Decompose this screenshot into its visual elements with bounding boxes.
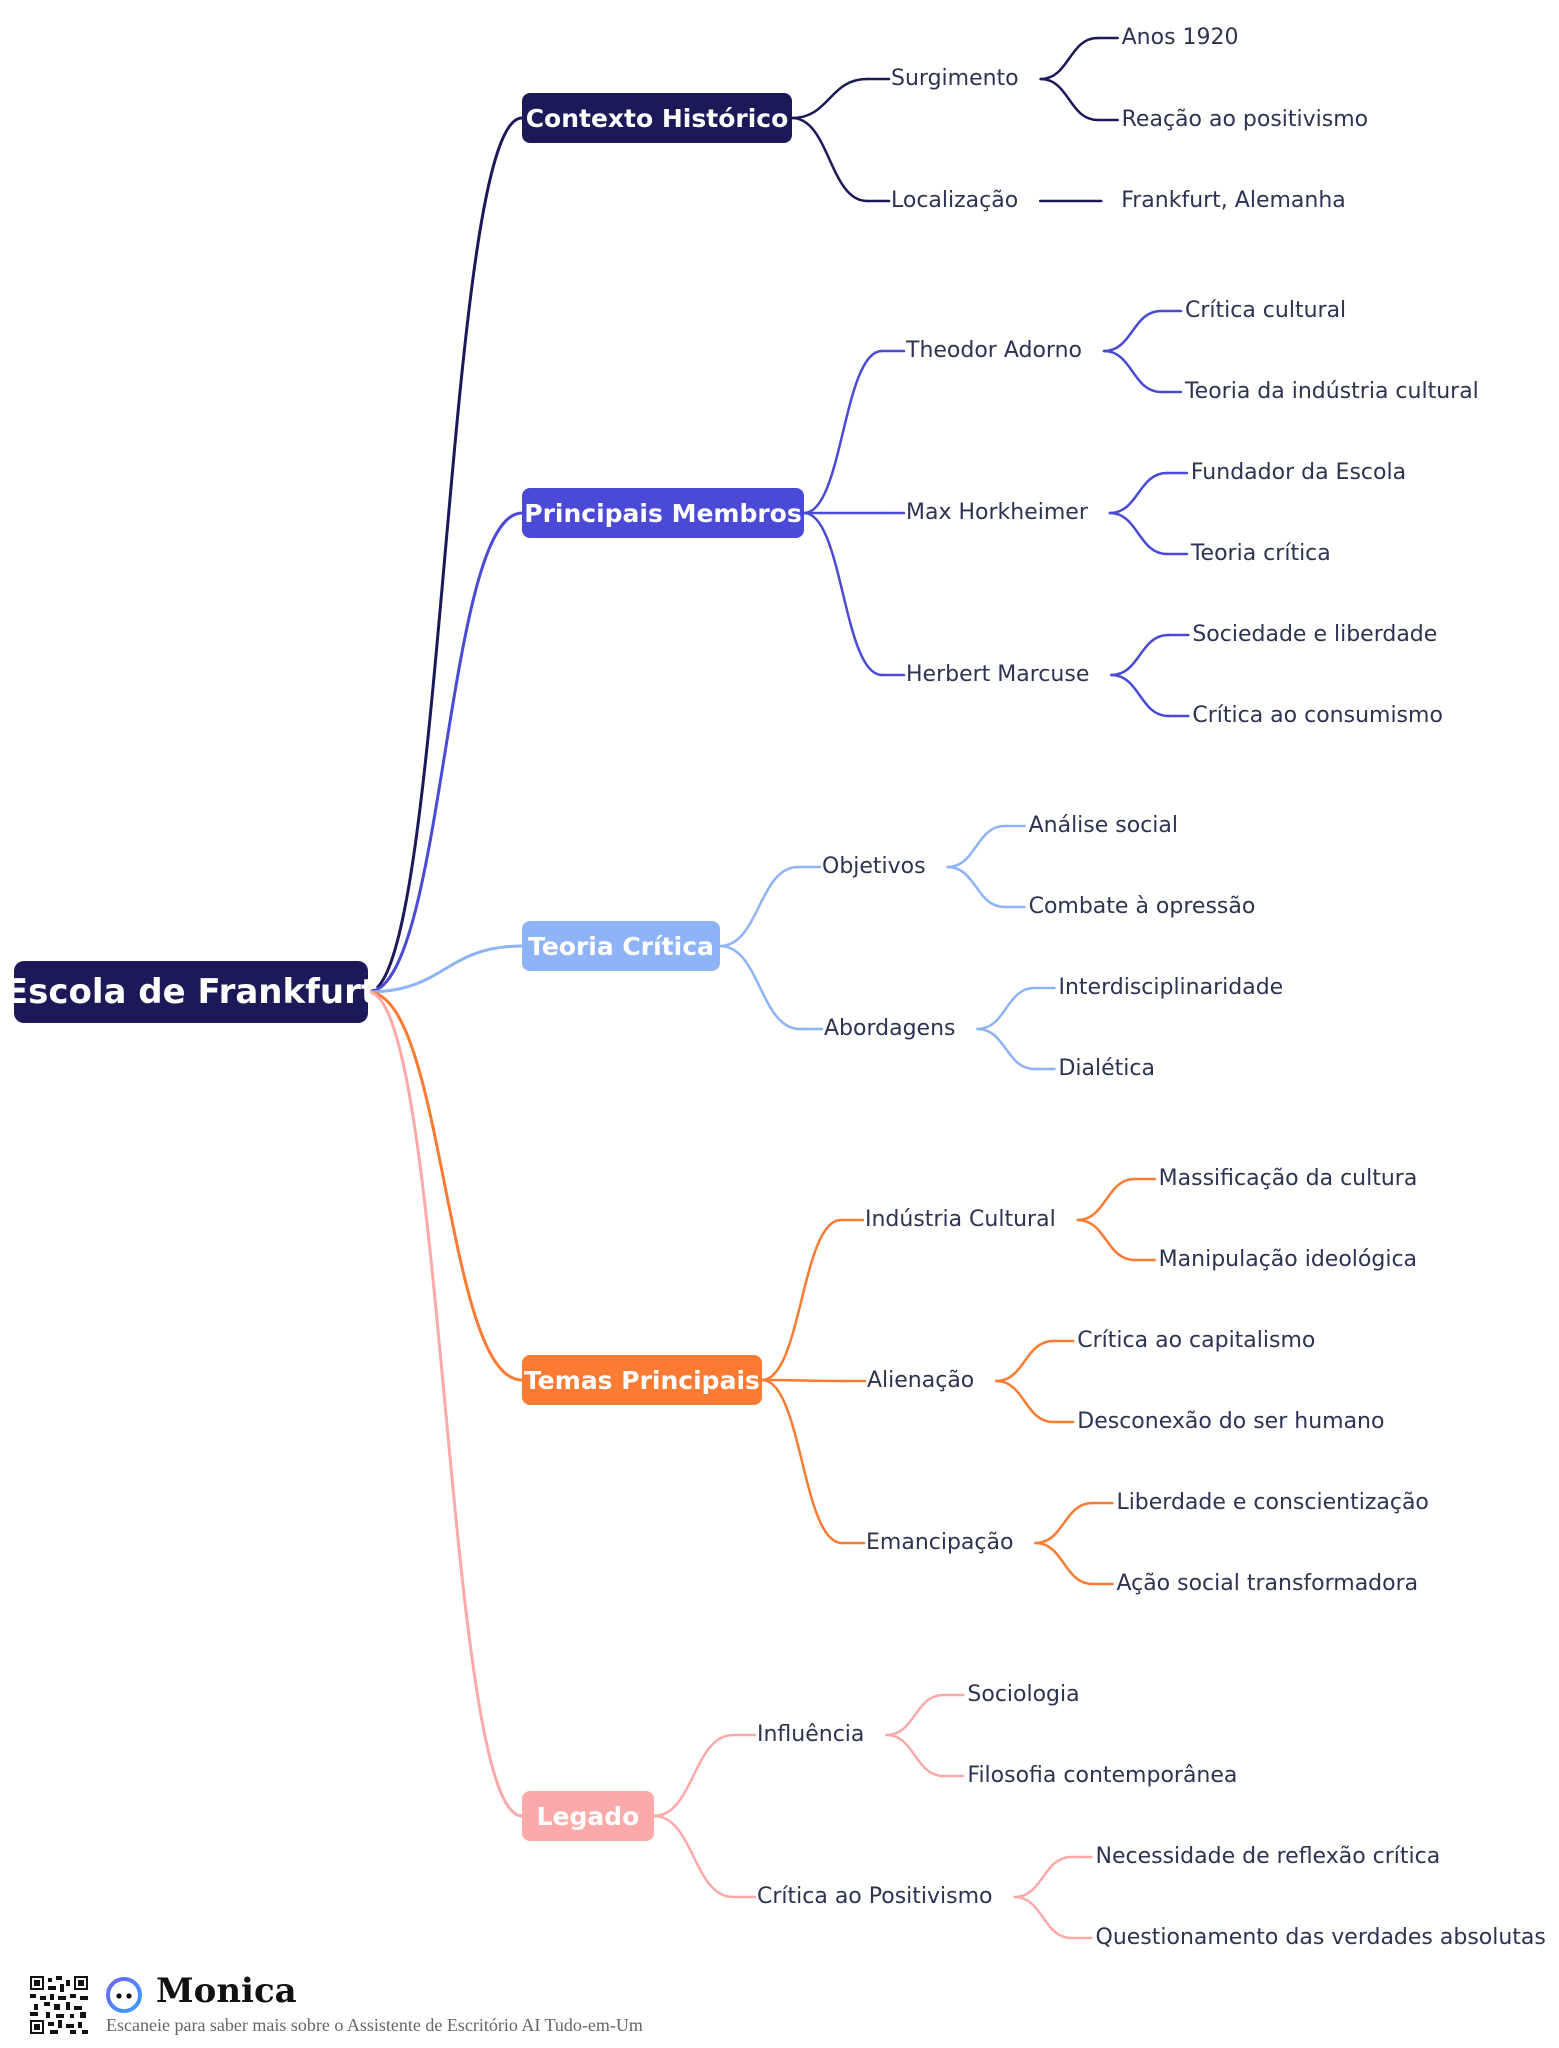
leaf-connector <box>1110 673 1170 718</box>
leaf-node[interactable]: Questionamento das verdades absolutas <box>1095 1925 1546 1950</box>
root-node[interactable]: Escola de Frankfurt <box>5 961 377 1023</box>
branch-node[interactable]: Principais Membros <box>522 488 804 538</box>
leaf-connector <box>885 1693 945 1737</box>
leaf-connector <box>1034 1501 1094 1545</box>
leaf-connector <box>1102 309 1163 353</box>
child-connector <box>802 349 884 515</box>
leaf-connector <box>1102 349 1163 394</box>
branch-connector <box>366 990 524 1818</box>
leaf-node[interactable]: Massificação da cultura <box>1158 1166 1418 1191</box>
footer-tagline: Escaneie para saber mais sobre o Assiste… <box>106 2015 643 2035</box>
branch-connector <box>366 944 524 994</box>
leaf-connector <box>976 986 1036 1031</box>
child-node[interactable]: Indústria Cultural <box>865 1207 1056 1232</box>
leaf-node[interactable]: Reação ao positivismo <box>1121 107 1369 132</box>
leaf-node[interactable]: Crítica cultural <box>1184 298 1347 323</box>
leaf-node[interactable]: Frankfurt, Alemanha <box>1121 188 1346 213</box>
leaf-connector <box>946 865 1006 909</box>
leaf-node[interactable]: Sociologia <box>967 1682 1080 1707</box>
child-node[interactable]: Surgimento <box>891 66 1019 91</box>
branch-node[interactable]: Legado <box>522 1791 654 1841</box>
leaf-connector <box>1108 511 1169 556</box>
leaf-connector <box>1034 1541 1094 1586</box>
child-connector <box>802 511 884 677</box>
leaf-node[interactable]: Desconexão do ser humano <box>1077 1409 1385 1434</box>
leaf-node[interactable]: Anos 1920 <box>1121 25 1239 50</box>
leaf-connector <box>995 1339 1055 1383</box>
leaf-node[interactable]: Sociedade e liberdade <box>1192 622 1438 647</box>
leaf-node[interactable]: Crítica ao capitalismo <box>1077 1328 1316 1353</box>
leaf-node[interactable]: Crítica ao consumismo <box>1192 703 1443 728</box>
child-node[interactable]: Abordagens <box>824 1016 956 1041</box>
leaf-connector <box>1076 1177 1136 1222</box>
child-node[interactable]: Herbert Marcuse <box>906 662 1090 687</box>
leaf-node[interactable]: Análise social <box>1028 813 1179 838</box>
leaf-connector <box>1013 1855 1073 1899</box>
leaf-connector <box>1039 36 1099 81</box>
leaf-node[interactable]: Teoria crítica <box>1190 541 1331 566</box>
child-connector <box>718 944 802 1031</box>
child-node[interactable]: Objetivos <box>822 854 926 879</box>
leaf-connector <box>1039 77 1099 122</box>
leaf-connector <box>976 1027 1036 1071</box>
qr-code-icon <box>30 1976 88 2034</box>
leaf-node[interactable]: Filosofia contemporânea <box>967 1763 1238 1788</box>
child-node[interactable]: Alienação <box>867 1368 975 1393</box>
leaf-connector <box>995 1379 1055 1424</box>
branch-node[interactable]: Contexto Histórico <box>522 93 792 143</box>
leaf-connector <box>946 824 1006 869</box>
branch-connector <box>366 116 524 994</box>
leaf-node[interactable]: Dialética <box>1058 1056 1155 1081</box>
leaf-connector <box>885 1733 945 1778</box>
child-connector <box>718 865 800 948</box>
leaf-node[interactable]: Necessidade de reflexão crítica <box>1095 1844 1441 1869</box>
child-connector <box>652 1814 735 1899</box>
child-connector <box>790 77 869 120</box>
child-connector <box>760 1378 844 1545</box>
child-node[interactable]: Influência <box>757 1722 865 1747</box>
leaf-connector <box>1076 1218 1136 1262</box>
leaf-node[interactable]: Manipulação ideológica <box>1158 1247 1418 1272</box>
brand-name: Monica <box>156 1971 297 2011</box>
branch-connector <box>366 990 524 1382</box>
child-node[interactable]: Localização <box>891 188 1019 213</box>
child-connector <box>652 1733 735 1818</box>
child-node[interactable]: Emancipação <box>866 1530 1014 1555</box>
leaf-node[interactable]: Ação social transformadora <box>1116 1571 1419 1596</box>
leaf-node[interactable]: Teoria da indústria cultural <box>1184 379 1479 404</box>
monica-logo-icon <box>106 1977 142 2013</box>
leaf-connector <box>1108 471 1169 515</box>
branch-connector <box>366 511 524 994</box>
leaf-connector <box>1013 1895 1073 1940</box>
leaf-node[interactable]: Combate à opressão <box>1028 894 1256 919</box>
child-connector <box>760 1378 845 1383</box>
child-node[interactable]: Crítica ao Positivismo <box>757 1884 993 1909</box>
child-connector <box>760 1218 843 1382</box>
branch-node[interactable]: Teoria Crítica <box>522 921 720 971</box>
leaf-node[interactable]: Liberdade e conscientização <box>1116 1490 1429 1515</box>
leaf-node[interactable]: Interdisciplinaridade <box>1058 975 1284 1000</box>
leaf-node[interactable]: Fundador da Escola <box>1190 460 1407 485</box>
child-node[interactable]: Theodor Adorno <box>906 338 1082 363</box>
leaf-connector <box>1110 633 1170 677</box>
child-node[interactable]: Max Horkheimer <box>906 500 1088 525</box>
branch-node[interactable]: Temas Principais <box>522 1355 762 1405</box>
child-connector <box>790 116 869 203</box>
